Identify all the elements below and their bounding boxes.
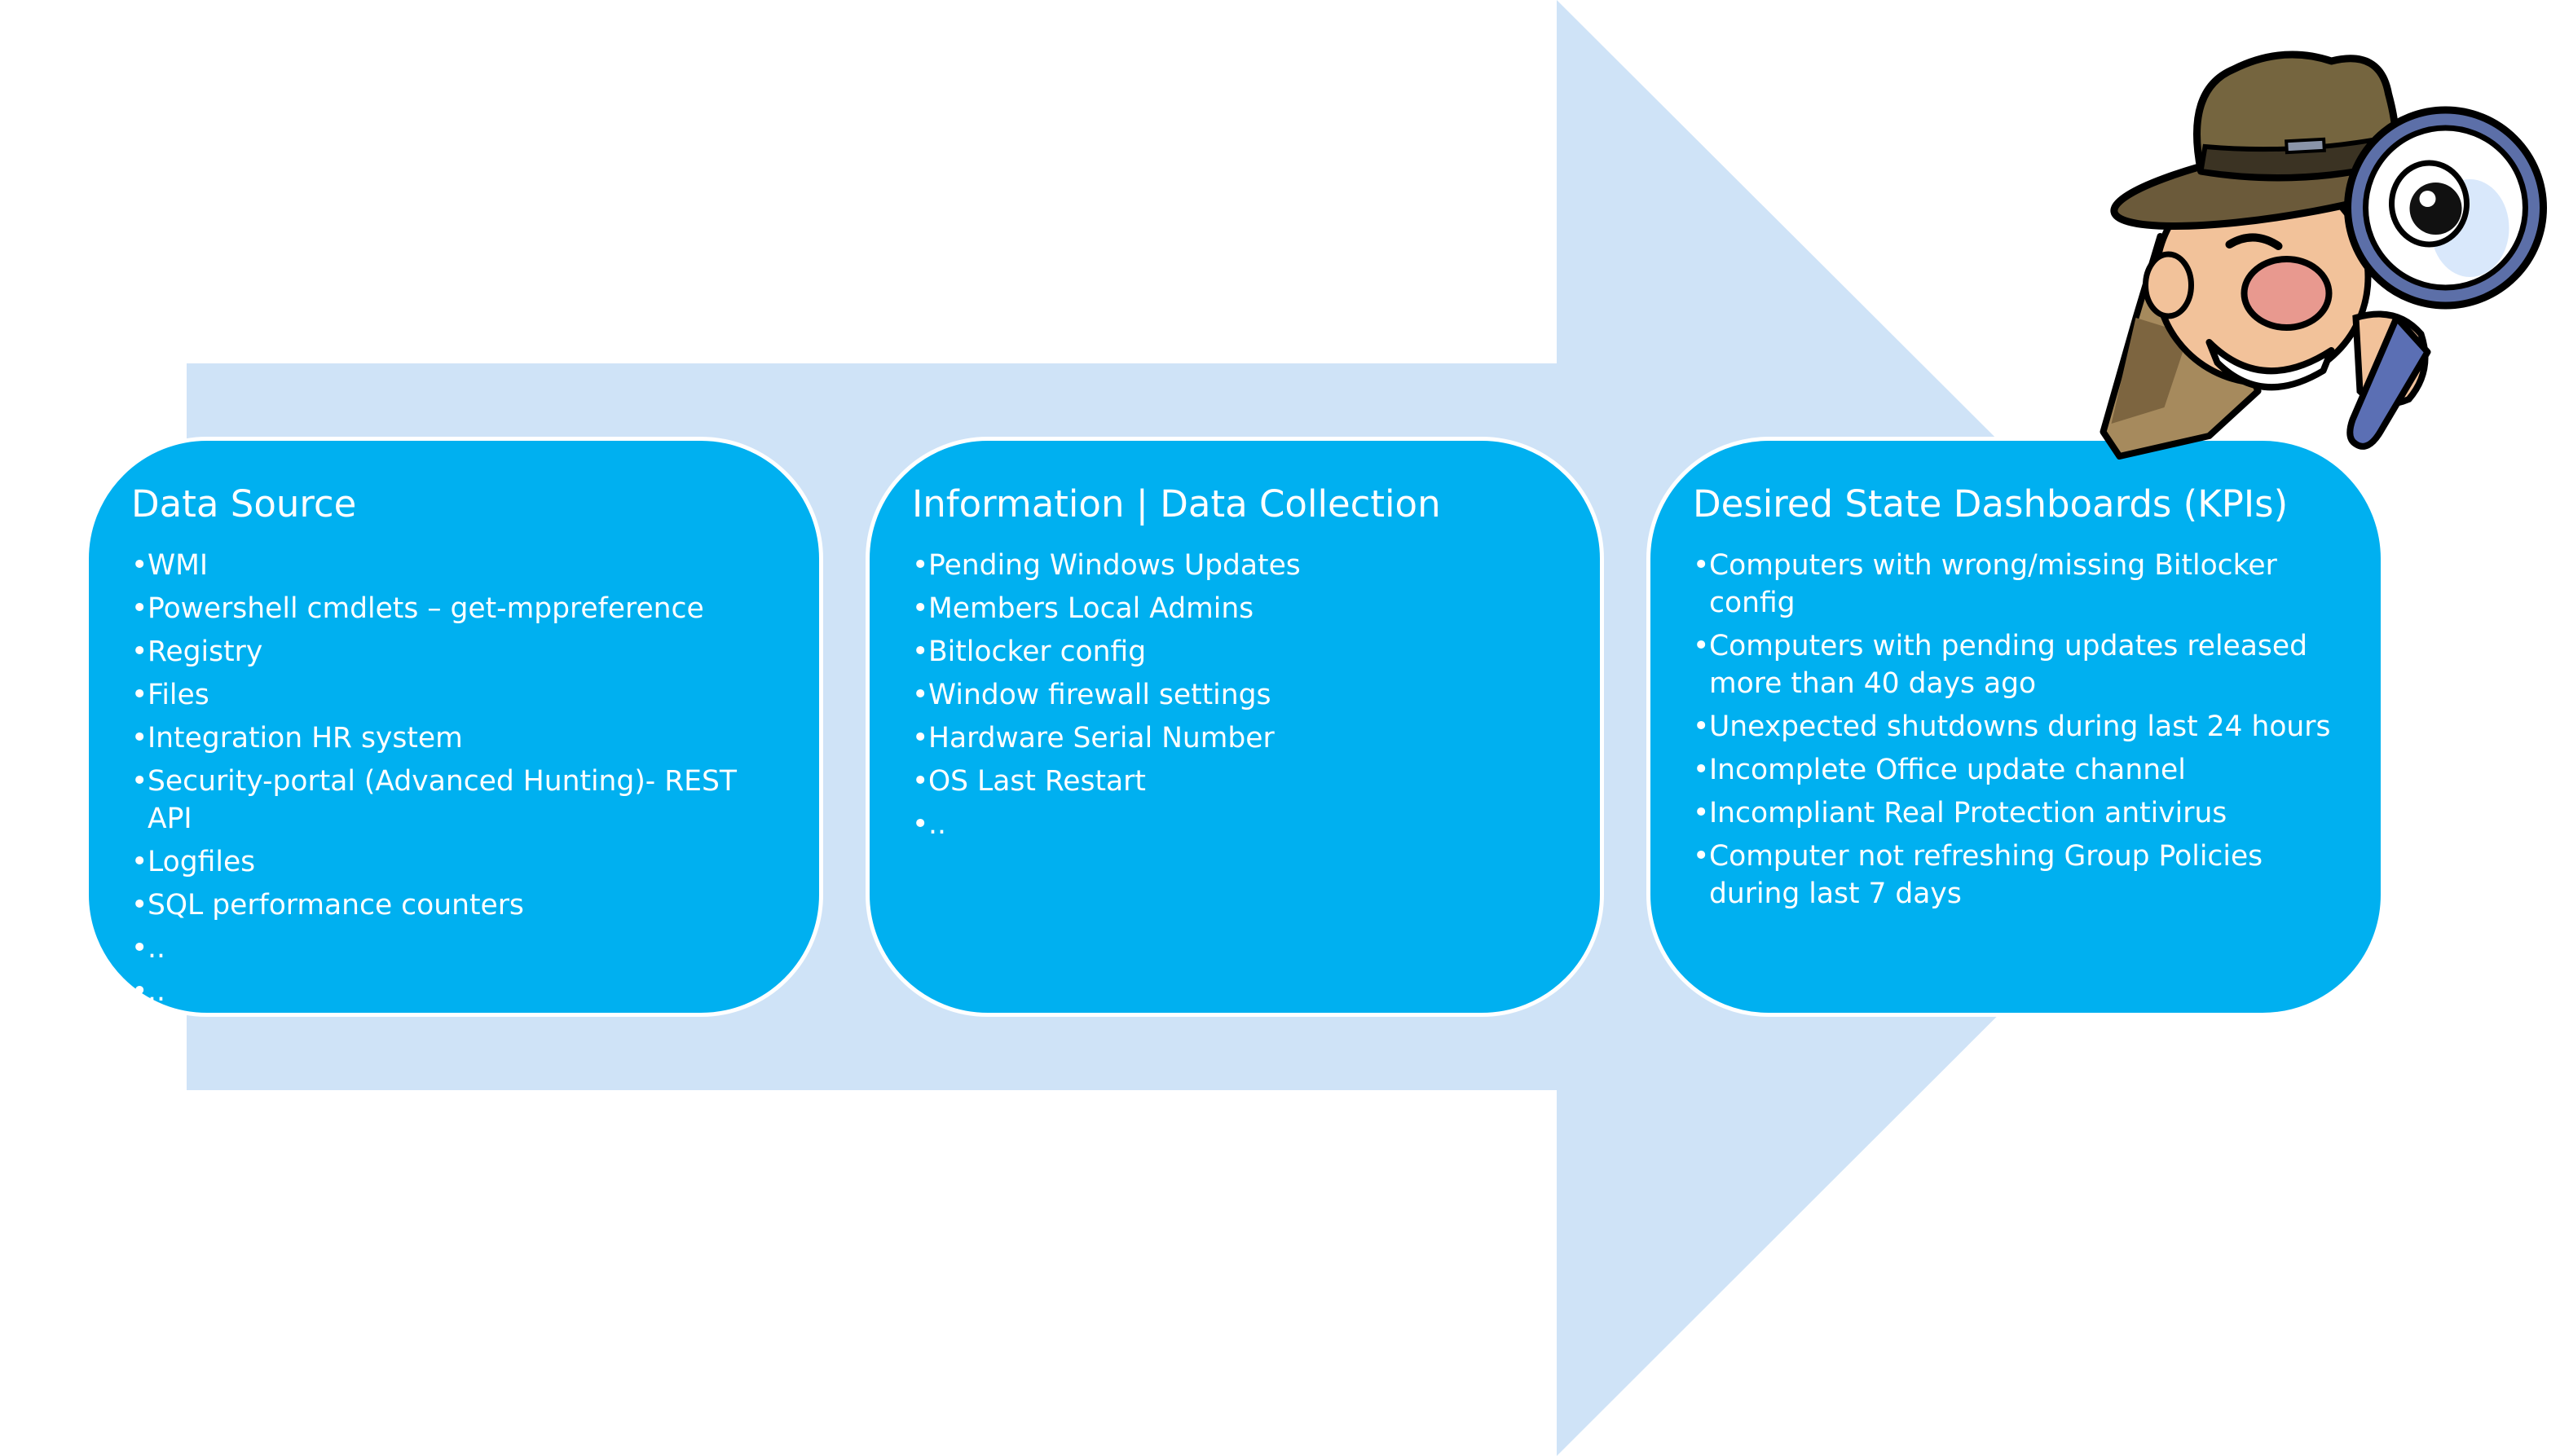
list-item: •Powershell cmdlets – get-mppreference <box>131 590 787 627</box>
list-item-text: Incomplete Office update channel <box>1709 754 2186 786</box>
list-item: •Security-portal (Advanced Hunting)- RES… <box>131 763 787 838</box>
coat-shadow <box>2111 318 2189 424</box>
list-item-text: Files <box>148 679 209 711</box>
list-item-text: Window firewall settings <box>928 679 1271 711</box>
list-item-text: SQL performance counters <box>148 889 524 922</box>
list-item-text: Security-portal (Advanced Hunting)- REST… <box>148 765 737 835</box>
list-item: •Incomplete Office update channel <box>1693 751 2348 789</box>
stage-title: Desired State Dashboards (KPIs) <box>1693 482 2289 526</box>
bullet-icon: • <box>912 592 929 625</box>
list-item: •Members Local Admins <box>912 590 1567 627</box>
bullet-icon: • <box>912 765 929 798</box>
ear <box>2143 251 2194 319</box>
list-item-text: Members Local Admins <box>928 592 1254 625</box>
list-item-text: Bitlocker config <box>928 636 1147 668</box>
list-item: •SQL performance counters <box>131 886 787 924</box>
list-item: •Pending Windows Updates <box>912 547 1567 584</box>
bullet-icon: • <box>912 636 929 668</box>
stage-title: Information | Data Collection <box>912 482 1441 526</box>
pupil <box>2409 183 2462 235</box>
list-item-text: Computers with wrong/missing Bitlocker c… <box>1709 549 2277 619</box>
stage-item-list: •Computers with wrong/missing Bitlocker … <box>1693 547 2348 913</box>
bullet-icon: • <box>1693 840 1710 873</box>
stage-box-data-source: Data Source •WMI •Powershell cmdlets – g… <box>85 437 823 1017</box>
list-item: •Computers with pending updates released… <box>1693 627 2348 702</box>
nose <box>2241 256 2333 331</box>
list-item: •Computer not refreshing Group Policies … <box>1693 838 2348 913</box>
list-item: •.. <box>131 930 787 967</box>
list-item: •Logfiles <box>131 843 787 881</box>
bullet-icon: • <box>131 592 148 625</box>
list-item-text: Incompliant Real Protection antivirus <box>1709 797 2227 829</box>
hat-band-tag <box>2285 137 2326 155</box>
bullet-icon: • <box>131 932 148 965</box>
bullet-icon: • <box>1693 710 1710 743</box>
bullet-icon: • <box>1693 630 1710 662</box>
list-item: •Registry <box>131 633 787 671</box>
list-item-text: Logfiles <box>148 846 256 878</box>
magnifier-handle <box>2346 315 2431 450</box>
bullet-icon: • <box>912 808 929 841</box>
list-item: •Files <box>131 676 787 714</box>
bullet-icon: • <box>912 549 929 582</box>
list-item: •Window firewall settings <box>912 676 1567 714</box>
list-item-text: Registry <box>148 636 263 668</box>
detective-magnifying-glass-icon <box>2100 51 2547 460</box>
bullet-icon: • <box>912 679 929 711</box>
bullet-icon: • <box>131 846 148 878</box>
squint-eye <box>2225 233 2283 250</box>
bullet-icon: • <box>131 975 148 1008</box>
list-item-text: .. <box>148 975 165 1008</box>
list-item: •.. <box>912 806 1567 843</box>
list-item-text: Pending Windows Updates <box>928 549 1301 582</box>
grin <box>2205 339 2335 391</box>
bullet-icon: • <box>912 722 929 754</box>
list-item-text: Unexpected shutdowns during last 24 hour… <box>1709 710 2331 743</box>
list-item: •Computers with wrong/missing Bitlocker … <box>1693 547 2348 622</box>
bullet-icon: • <box>131 549 148 582</box>
list-item-text: WMI <box>148 549 209 582</box>
list-item: •.. <box>131 973 787 1010</box>
list-item-text: Hardware Serial Number <box>928 722 1275 754</box>
list-item: •WMI <box>131 547 787 584</box>
stage-box-data-collection: Information | Data Collection •Pending W… <box>866 437 1604 1017</box>
list-item: •Hardware Serial Number <box>912 719 1567 757</box>
stage-item-list: •Pending Windows Updates •Members Local … <box>912 547 1567 843</box>
bullet-icon: • <box>1693 797 1710 829</box>
list-item: •Bitlocker config <box>912 633 1567 671</box>
list-item-text: .. <box>148 932 165 965</box>
list-item-text: Computer not refreshing Group Policies d… <box>1709 840 2263 910</box>
list-item: •OS Last Restart <box>912 763 1567 800</box>
bullet-icon: • <box>131 722 148 754</box>
bullet-icon: • <box>1693 549 1710 582</box>
bullet-icon: • <box>131 889 148 922</box>
list-item-text: Computers with pending updates released … <box>1709 630 2308 700</box>
list-item-text: .. <box>928 808 946 841</box>
bullet-icon: • <box>131 636 148 668</box>
list-item-text: Integration HR system <box>148 722 463 754</box>
list-item: •Incompliant Real Protection antivirus <box>1693 794 2348 832</box>
list-item: •Integration HR system <box>131 719 787 757</box>
bullet-icon: • <box>131 679 148 711</box>
list-item-text: OS Last Restart <box>928 765 1146 798</box>
stage-box-dashboards: Desired State Dashboards (KPIs) •Compute… <box>1646 437 2385 1017</box>
list-item-text: Powershell cmdlets – get-mppreference <box>148 592 704 625</box>
pupil-highlight <box>2419 191 2436 207</box>
bullet-icon: • <box>131 765 148 798</box>
stage-title: Data Source <box>131 482 357 526</box>
stage-item-list: •WMI •Powershell cmdlets – get-mpprefere… <box>131 547 787 1010</box>
bullet-icon: • <box>1693 754 1710 786</box>
list-item: •Unexpected shutdowns during last 24 hou… <box>1693 708 2348 746</box>
